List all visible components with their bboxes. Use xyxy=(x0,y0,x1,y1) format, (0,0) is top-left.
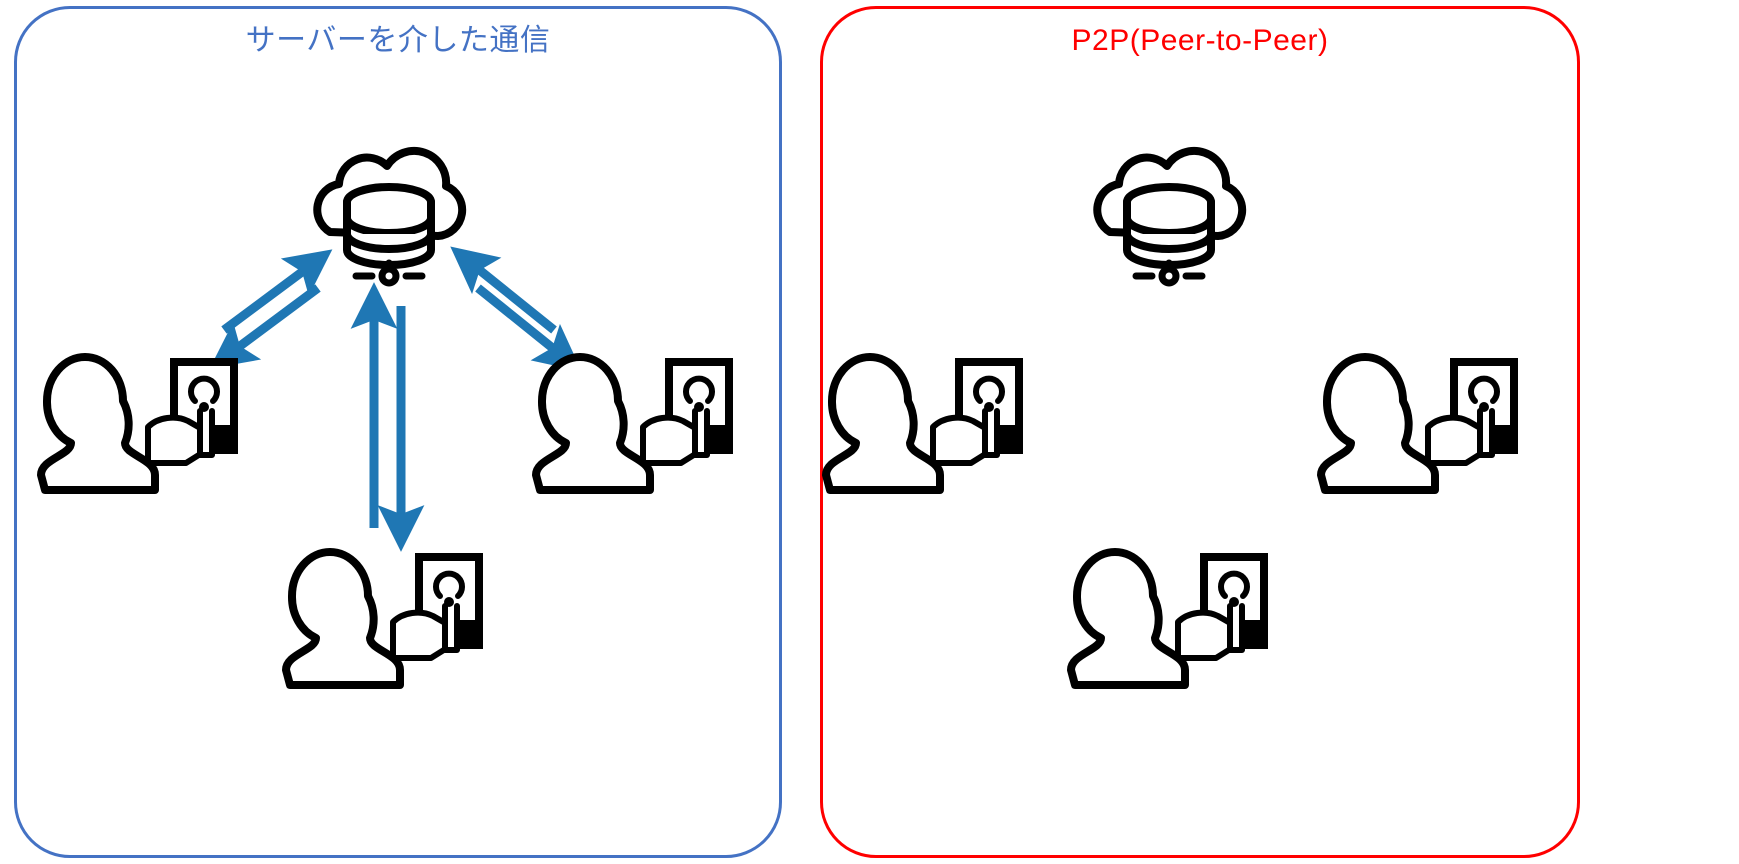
p2p-panel-user-left xyxy=(822,345,1030,495)
person-with-tablet-icon xyxy=(532,353,733,494)
server-panel-user-bottom xyxy=(282,540,490,690)
person-with-tablet-icon xyxy=(1317,353,1518,494)
person-with-tablet-icon xyxy=(822,353,1023,494)
person-with-tablet-icon xyxy=(282,548,483,689)
server-panel-user-left xyxy=(37,345,245,495)
server-panel-cloud-server xyxy=(300,140,480,290)
p2p-panel-user-right xyxy=(1317,345,1525,495)
p2p-panel-user-bottom xyxy=(1067,540,1275,690)
person-with-tablet-icon xyxy=(1067,548,1268,689)
cloud-database-server-icon xyxy=(1093,146,1247,287)
panel-server-title: サーバーを介した通信 xyxy=(245,24,551,57)
server-panel-user-right xyxy=(532,345,740,495)
p2p-panel-cloud-server xyxy=(1080,140,1260,290)
person-with-tablet-icon xyxy=(37,353,238,494)
cloud-database-server-icon xyxy=(313,146,467,287)
panel-p2p-title: P2P(Peer-to-Peer) xyxy=(1071,24,1329,57)
